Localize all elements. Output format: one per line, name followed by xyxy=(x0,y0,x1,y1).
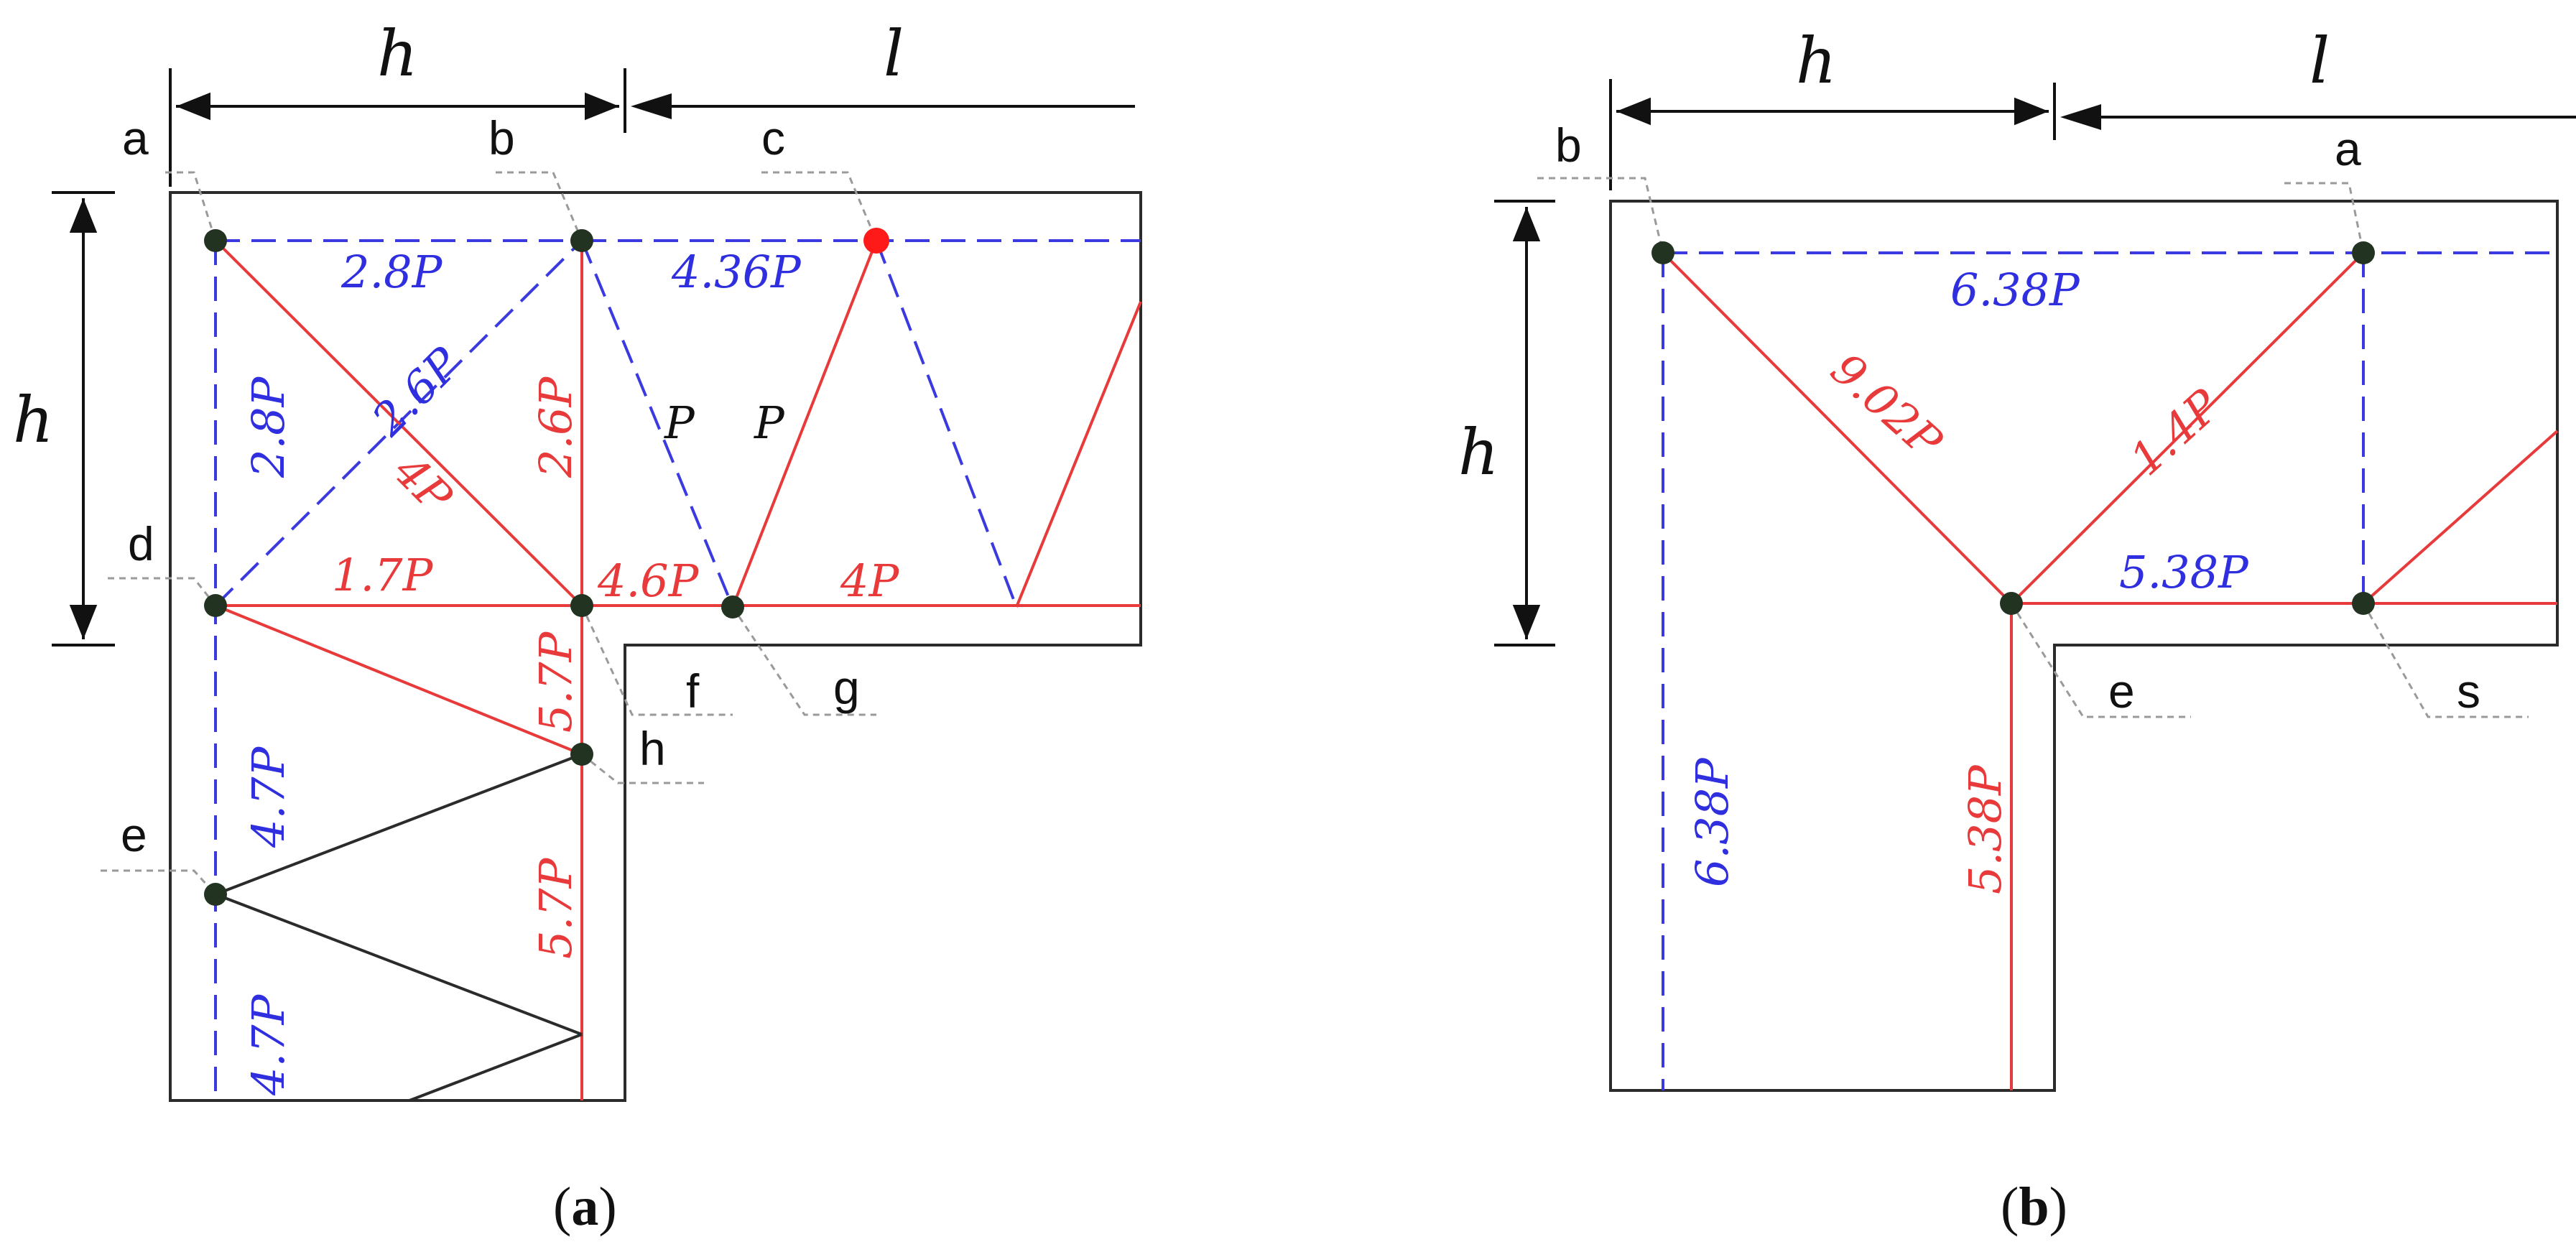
node-labels-b: b a e s xyxy=(1555,119,2480,718)
force-e-down-b: 5.38P xyxy=(1959,764,2011,894)
node-g xyxy=(721,595,744,618)
force-be-b: 9.02P xyxy=(1821,343,1952,468)
node-label-e: e xyxy=(121,808,147,861)
dim-l-top-b: l xyxy=(2060,24,2576,130)
force-labels-a: 2.8P 4.36P 2.6P 2.8P 4P 2.6P P P 1.7P 4.… xyxy=(242,246,899,1096)
node-labels-a: a b c d f g h e xyxy=(121,111,860,861)
node-a xyxy=(204,229,227,252)
node-label-f: f xyxy=(686,664,700,718)
leaders-a xyxy=(101,171,878,896)
leaders-b xyxy=(1537,177,2529,718)
node-label-c: c xyxy=(761,111,785,164)
node-s-b xyxy=(2352,592,2375,615)
force-de: 4.7P xyxy=(242,746,295,848)
force-diag-strut: 2.6P xyxy=(361,337,471,446)
force-g-right: 4P xyxy=(840,555,899,607)
force-labels-b: 6.38P 9.02P 1.4P 5.38P 6.38P 5.38P xyxy=(1686,264,2249,894)
dim-l-label: l xyxy=(884,17,904,91)
node-c xyxy=(863,228,889,254)
panel-a: h l h xyxy=(13,17,1142,1237)
node-label-d: d xyxy=(128,517,154,570)
caption-a: (a) xyxy=(553,1177,617,1237)
node-f xyxy=(570,594,593,617)
force-e-down: 4.7P xyxy=(242,993,295,1096)
dim-h-label: h xyxy=(377,17,418,91)
node-label-h: h xyxy=(639,722,666,775)
panel-b: h l h xyxy=(1458,24,2576,1237)
node-b-b xyxy=(1651,241,1674,264)
struts-a xyxy=(214,239,1141,1100)
force-h-down: 5.7P xyxy=(529,857,582,959)
node-e-b xyxy=(2000,592,2023,615)
force-c-down: P xyxy=(754,397,785,449)
struts-b xyxy=(1662,251,2559,1090)
wall-outline-b xyxy=(1609,200,2559,1092)
force-df: 1.7P xyxy=(332,549,434,601)
node-b xyxy=(570,229,593,252)
force-ad: 2.8P xyxy=(242,376,295,478)
dim-l-top: l xyxy=(631,17,1135,119)
force-diag-tie: 4P xyxy=(384,444,463,524)
ties-a xyxy=(214,239,1142,1100)
dim-h-left-b: h xyxy=(1458,200,1555,647)
force-ab: 2.8P xyxy=(340,246,443,298)
force-bc: 4.36P xyxy=(671,246,802,298)
node-e xyxy=(204,883,227,906)
force-bf: 2.6P xyxy=(529,376,582,478)
ties-b xyxy=(1662,251,2559,1090)
node-label-g: g xyxy=(833,661,860,714)
node-label-b: b xyxy=(488,111,515,164)
force-b-down: P xyxy=(664,397,695,449)
node-h xyxy=(570,743,593,766)
dim-h-top: h xyxy=(169,17,626,187)
node-label-s-b: s xyxy=(2457,664,2480,718)
wall-outline-a xyxy=(169,191,1142,1102)
node-a-b xyxy=(2352,241,2375,264)
dim-l-b-label: l xyxy=(2309,24,2330,98)
force-b-down-b: 6.38P xyxy=(1686,757,1738,887)
dim-h-left-b-label: h xyxy=(1458,415,1499,489)
caption-b: (b) xyxy=(2001,1177,2067,1237)
dim-h-left-label: h xyxy=(13,383,54,457)
node-label-a-b: a xyxy=(2335,122,2361,175)
node-d xyxy=(204,594,227,617)
dim-h-left: h xyxy=(13,191,115,647)
node-label-e-b: e xyxy=(2108,664,2135,718)
force-ea-b: 1.4P xyxy=(2120,379,2230,486)
nodes-b xyxy=(1651,241,2375,615)
force-fh: 5.7P xyxy=(529,631,582,733)
force-ba-b: 6.38P xyxy=(1950,264,2080,316)
zigzag-a xyxy=(215,345,1142,1102)
dim-h-top-b: h xyxy=(1609,24,2056,190)
nodes-a xyxy=(204,228,889,906)
node-label-a: a xyxy=(122,111,149,164)
force-es-b: 5.38P xyxy=(2119,546,2249,598)
force-f-label: 4.6P xyxy=(597,555,700,607)
dim-h-b-label: h xyxy=(1796,24,1837,98)
node-label-b-b: b xyxy=(1555,119,1582,172)
